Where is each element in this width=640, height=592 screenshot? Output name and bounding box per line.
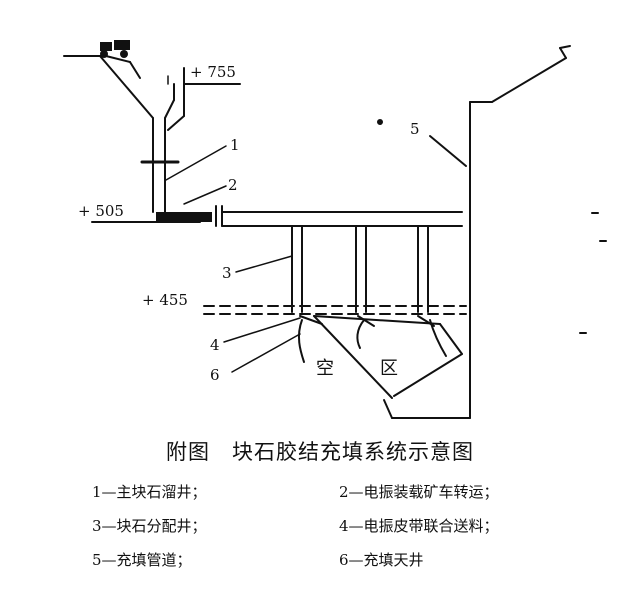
main-rock-ore-pass <box>99 55 241 213</box>
callout-leaders <box>165 75 301 373</box>
legend-item-3: 3—块石分配井； <box>92 516 207 535</box>
legend-row: 5—充填管道； 6—充填天井 <box>92 542 572 576</box>
elevation-lower-label: + 455 <box>142 291 188 309</box>
legend-row: 3—块石分配井； 4—电振皮带联合送料； <box>92 508 572 542</box>
level-505-drift <box>91 205 463 227</box>
filling-system-diagram: + 755 + 505 + 455 1 2 3 4 5 6 空 区 <box>63 40 607 419</box>
elevation-top-label: + 755 <box>190 63 236 81</box>
zone-label-qu: 区 <box>380 358 398 379</box>
rock-distribution-raises <box>291 225 429 313</box>
level-455-drift <box>203 305 467 315</box>
filling-pipeline <box>377 45 607 419</box>
surface-equipment-icon <box>63 40 131 63</box>
legend-item-1: 1—主块石溜井； <box>92 482 207 501</box>
legend: 1—主块石溜井； 2—电振装载矿车转运； 3—块石分配井； 4—电振皮带联合送料… <box>92 474 572 576</box>
callout-1: 1 <box>230 136 240 154</box>
goaf-stope <box>313 315 463 399</box>
callout-6: 6 <box>210 366 220 384</box>
callout-2: 2 <box>228 176 238 194</box>
legend-item-5: 5—充填管道； <box>92 550 192 569</box>
legend-item-2: 2—电振装载矿车转运； <box>339 482 499 501</box>
elevation-middle-label: + 505 <box>78 202 124 220</box>
legend-row: 1—主块石溜井； 2—电振装载矿车转运； <box>92 474 572 508</box>
figure-caption: 附图 块石胶结充填系统示意图 <box>166 440 474 464</box>
legend-item-4: 4—电振皮带联合送料； <box>339 516 499 535</box>
callout-4: 4 <box>210 336 220 354</box>
callout-5: 5 <box>410 120 420 138</box>
legend-item-6: 6—充填天井 <box>339 550 424 569</box>
zone-label-kong: 空 <box>316 358 334 379</box>
callout-3: 3 <box>222 264 232 282</box>
